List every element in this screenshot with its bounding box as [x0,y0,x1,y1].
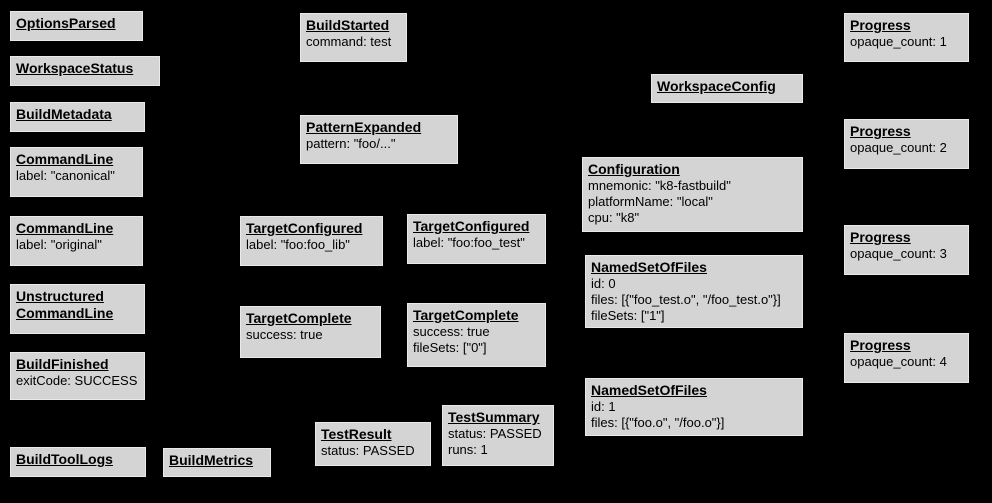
node-attr: fileSets: ["1"] [591,308,665,323]
node-attr: fileSets: ["0"] [413,340,487,355]
node-options-parsed: OptionsParsed [10,11,143,41]
node-attr: status: PASSED [448,426,542,441]
node-attr: pattern: "foo/..." [306,136,396,151]
node-title: Progress [850,123,911,139]
node-target-configured-foo-lib: TargetConfigured label: "foo:foo_lib" [240,216,383,266]
node-attr: success: true [246,327,323,342]
node-title: TargetComplete [246,310,352,326]
node-title: TestSummary [448,409,540,425]
node-build-tool-logs: BuildToolLogs [10,447,146,477]
node-title: BuildFinished [16,356,109,372]
node-title: OptionsParsed [16,15,116,31]
node-build-metadata: BuildMetadata [10,102,145,132]
node-attr: id: 0 [591,276,616,291]
node-title: Progress [850,337,911,353]
node-attr: label: "foo:foo_test" [413,235,525,250]
node-test-result: TestResult status: PASSED [315,422,431,466]
node-title: TestResult [321,426,392,442]
node-title: Progress [850,17,911,33]
node-title: NamedSetOfFiles [591,382,707,398]
node-test-summary: TestSummary status: PASSED runs: 1 [442,405,554,466]
node-attr: files: [{"foo_test.o", "/foo_test.o"}] [591,292,781,307]
node-workspace-status: WorkspaceStatus [10,56,160,86]
node-attr: opaque_count: 3 [850,246,947,261]
node-attr: platformName: "local" [588,194,713,209]
node-attr: label: "original" [16,237,102,252]
node-title: Progress [850,229,911,245]
node-target-complete-foo-test: TargetComplete success: true fileSets: [… [407,303,546,367]
node-attr: opaque_count: 1 [850,34,947,49]
node-title: Configuration [588,161,680,177]
node-title: BuildMetrics [169,452,254,468]
node-named-set-of-files-0: NamedSetOfFiles id: 0 files: [{"foo_test… [585,255,803,328]
node-progress-4: Progress opaque_count: 4 [844,333,969,383]
node-workspace-config: WorkspaceConfig [651,74,803,103]
node-attr: id: 1 [591,399,616,414]
node-attr: cpu: "k8" [588,210,640,225]
node-title: TargetConfigured [246,220,363,236]
node-attr: status: PASSED [321,443,415,458]
node-progress-2: Progress opaque_count: 2 [844,119,969,169]
node-named-set-of-files-1: NamedSetOfFiles id: 1 files: [{"foo.o", … [585,378,803,436]
node-attr: files: [{"foo.o", "/foo.o"}] [591,415,725,430]
node-attr: label: "foo:foo_lib" [246,237,350,252]
node-progress-3: Progress opaque_count: 3 [844,225,969,275]
node-build-metrics: BuildMetrics [163,448,271,477]
node-title: TargetComplete [413,307,519,323]
node-title: Unstructured CommandLine [16,288,114,321]
node-attr: runs: 1 [448,442,488,457]
node-title: PatternExpanded [306,119,422,135]
node-attr: opaque_count: 2 [850,140,947,155]
node-attr: mnemonic: "k8-fastbuild" [588,178,731,193]
node-unstructured-command-line: Unstructured CommandLine [10,284,145,334]
node-attr: exitCode: SUCCESS [16,373,138,388]
node-title: BuildToolLogs [16,451,113,467]
node-target-configured-foo-test: TargetConfigured label: "foo:foo_test" [407,214,546,264]
node-build-finished: BuildFinished exitCode: SUCCESS [10,352,145,400]
node-title: WorkspaceStatus [16,60,134,76]
node-attr: success: true [413,324,490,339]
node-title: BuildMetadata [16,106,112,122]
node-title: NamedSetOfFiles [591,259,707,275]
node-title: TargetConfigured [413,218,530,234]
node-title: CommandLine [16,220,114,236]
node-progress-1: Progress opaque_count: 1 [844,13,969,62]
node-attr: command: test [306,34,392,49]
node-build-started: BuildStarted command: test [300,13,407,62]
node-command-line-original: CommandLine label: "original" [10,216,143,266]
node-title: CommandLine [16,151,114,167]
node-title: BuildStarted [306,17,390,33]
node-target-complete-foo-lib: TargetComplete success: true [240,306,381,358]
node-attr: label: "canonical" [16,168,115,183]
node-title: WorkspaceConfig [657,78,776,94]
node-command-line-canonical: CommandLine label: "canonical" [10,147,143,197]
node-attr: opaque_count: 4 [850,354,947,369]
node-configuration: Configuration mnemonic: "k8-fastbuild" p… [582,157,803,232]
node-pattern-expanded: PatternExpanded pattern: "foo/..." [300,115,458,164]
